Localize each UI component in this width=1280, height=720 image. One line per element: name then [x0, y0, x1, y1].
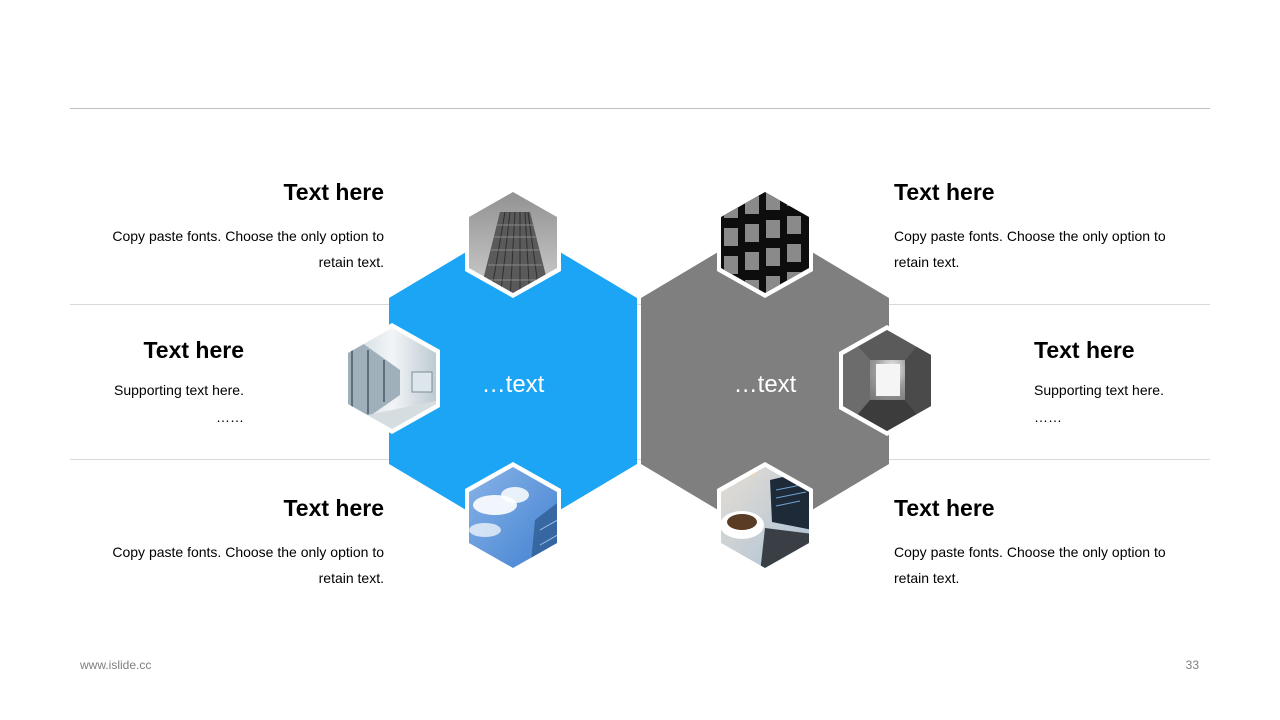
right-top-title: Text here [894, 179, 995, 205]
row-divider-2 [70, 459, 1210, 460]
left-mid-description: Supporting text here. …… [44, 377, 244, 431]
right-mid-description: Supporting text here. …… [1034, 377, 1234, 431]
page-number: 33 [1185, 658, 1199, 672]
left-top-desc-line2: retain text. [318, 254, 384, 270]
left-bottom-desc-line1: Copy paste fonts. Choose the only option… [112, 544, 384, 560]
right-bottom-title: Text here [894, 495, 995, 521]
left-bottom-desc-line2: retain text. [318, 570, 384, 586]
left-mid-desc-line1: Supporting text here. [114, 382, 244, 398]
center-label-left: …text [482, 371, 545, 398]
right-mid-desc-line1: Supporting text here. [1034, 382, 1164, 398]
right-bottom-desc-line2: retain text. [894, 570, 960, 586]
left-bottom-title: Text here [283, 495, 384, 521]
right-top-desc-line2: retain text. [894, 254, 960, 270]
left-mid-title: Text here [143, 337, 244, 363]
right-bottom-description: Copy paste fonts. Choose the only option… [894, 539, 1214, 591]
center-hexagon-blue [389, 224, 637, 538]
left-bottom-description: Copy paste fonts. Choose the only option… [64, 539, 384, 591]
right-bottom-desc-line1: Copy paste fonts. Choose the only option… [894, 544, 1166, 560]
top-divider [70, 108, 1210, 109]
center-label-right: …text [734, 371, 797, 398]
left-top-desc-line1: Copy paste fonts. Choose the only option… [112, 228, 384, 244]
skyscraper-photo [469, 192, 557, 293]
right-mid-desc-line2: …… [1034, 409, 1062, 425]
center-hexagon-gray [641, 224, 889, 538]
row-divider-1 [70, 304, 1210, 305]
right-top-description: Copy paste fonts. Choose the only option… [894, 223, 1214, 275]
left-top-description: Copy paste fonts. Choose the only option… [64, 223, 384, 275]
right-top-desc-line1: Copy paste fonts. Choose the only option… [894, 228, 1166, 244]
footer-website: www.islide.cc [80, 658, 152, 672]
left-top-title: Text here [283, 179, 384, 205]
left-mid-desc-line2: …… [216, 409, 244, 425]
right-mid-title: Text here [1034, 337, 1135, 363]
